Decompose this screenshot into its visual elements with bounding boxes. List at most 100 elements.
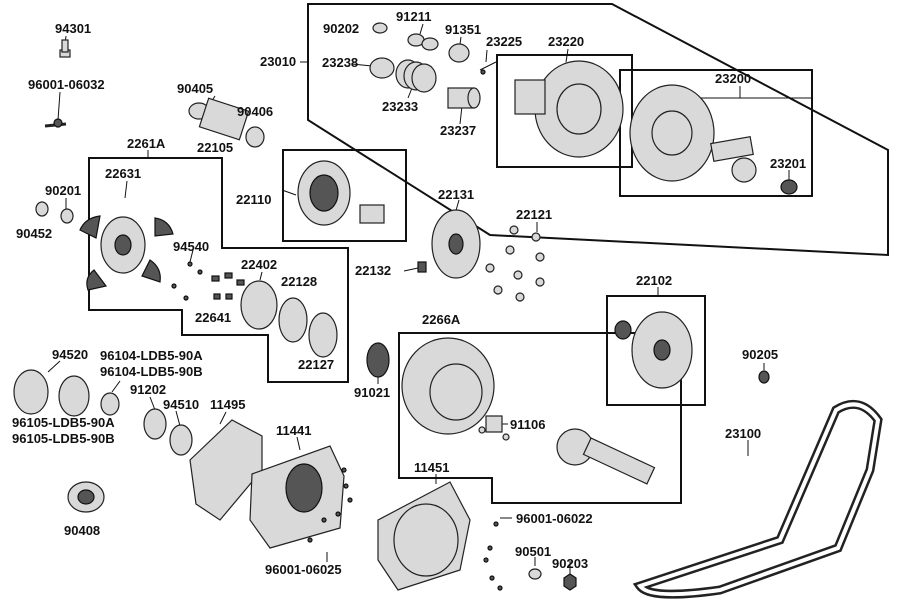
part-91021	[366, 342, 390, 378]
part-number-90203: 90203	[552, 556, 589, 571]
part-number-23200: 23200	[715, 71, 752, 86]
part-number-23225: 23225	[486, 34, 523, 49]
part-22631	[100, 216, 146, 274]
part-number-91202: 91202	[130, 382, 167, 397]
part-90452	[35, 201, 49, 217]
part-clutch-shoe-4	[141, 259, 161, 283]
part-23233	[395, 59, 437, 93]
part-90406	[245, 126, 265, 148]
part-number-22102: 22102	[636, 273, 673, 288]
part-number-90406: 90406	[237, 104, 274, 119]
part-number-91021: 91021	[354, 385, 391, 400]
part-number-22131: 22131	[438, 187, 475, 202]
part-number-23010: 23010	[260, 54, 297, 69]
part-94301	[59, 39, 71, 58]
part-94510	[169, 424, 193, 456]
part-90201	[60, 208, 74, 224]
part-91351	[448, 43, 470, 63]
part-22121	[485, 225, 545, 302]
part-96001-06025	[307, 467, 353, 543]
part-number-94301: 94301	[55, 21, 92, 36]
part-22402	[211, 272, 245, 286]
part-number-23238: 23238	[322, 55, 359, 70]
part-number-96001-06025: 96001-06025	[265, 562, 342, 577]
part-23220	[514, 60, 624, 158]
part-number-90452: 90452	[16, 226, 53, 241]
part-90501	[528, 568, 542, 580]
part-23237	[447, 87, 481, 109]
part-clutch-shoe-3	[86, 269, 108, 291]
part-number-96104-LDB5-90A: 96104-LDB5-90A	[100, 348, 203, 363]
part-number-91351: 91351	[445, 22, 482, 37]
box-22110	[282, 149, 407, 242]
part-number-22128: 22128	[281, 274, 318, 289]
box-23220	[496, 54, 633, 168]
part-22132	[417, 261, 427, 273]
part-number-22631: 22631	[105, 166, 142, 181]
part-90202	[372, 22, 388, 34]
part-number-11441: 11441	[276, 423, 312, 438]
part-94520	[58, 375, 90, 417]
part-number-94540: 94540	[173, 239, 210, 254]
part-number-22105: 22105	[197, 140, 234, 155]
part-22127	[308, 312, 338, 358]
part-90205	[758, 370, 770, 384]
part-90203	[563, 573, 577, 591]
part-number-22121: 22121	[516, 207, 553, 222]
part-22110	[297, 160, 385, 226]
part-22105	[198, 97, 250, 141]
part-number-94520: 94520	[52, 347, 89, 362]
part-clutch-shoe-1	[79, 215, 101, 239]
part-22131	[431, 209, 481, 279]
part-number-11495: 11495	[210, 397, 246, 412]
box-22102	[606, 295, 706, 406]
part-driveshaft	[556, 428, 656, 485]
part-number-90408: 90408	[64, 523, 101, 538]
part-number-23201: 23201	[770, 156, 807, 171]
part-96001-06022	[483, 521, 503, 591]
part-number-96001-06032: 96001-06032	[28, 77, 105, 92]
part-96104-LDB5-90	[100, 392, 120, 416]
part-number-2261A: 2261A	[127, 136, 166, 151]
part-number-91106: 91106	[510, 417, 546, 432]
part-96001-06032	[44, 118, 67, 128]
part-number-90205: 90205	[742, 347, 779, 362]
part-23200	[629, 84, 757, 183]
clutch-group-outline-23010	[307, 3, 889, 257]
part-number-96001-06022: 96001-06022	[516, 511, 593, 526]
part-number-90501: 90501	[515, 544, 552, 559]
part-11451	[377, 481, 471, 591]
part-number-11451: 11451	[414, 460, 450, 475]
part-number-91211: 91211	[396, 9, 432, 24]
part-11441	[249, 445, 345, 549]
box-2261A	[88, 157, 349, 383]
part-number-96104-LDB5-90B: 96104-LDB5-90B	[100, 364, 203, 379]
part-clutch-shoe-2	[154, 217, 174, 237]
part-94540	[171, 261, 203, 301]
part-22102	[614, 311, 693, 389]
part-90408	[67, 481, 105, 513]
part-91202	[143, 408, 167, 440]
part-number-94510: 94510	[163, 397, 200, 412]
part-number-90201: 90201	[45, 183, 82, 198]
part-number-23100: 23100	[725, 426, 762, 441]
part-number-23237: 23237	[440, 123, 477, 138]
part-23238	[369, 57, 395, 79]
part-91211-b	[421, 37, 439, 51]
part-number-90202: 90202	[323, 21, 360, 36]
part-22641	[213, 293, 233, 300]
part-22402-plate	[240, 280, 278, 330]
part-number-23233: 23233	[382, 99, 419, 114]
part-2266A-drum	[401, 337, 495, 435]
part-number-22402: 22402	[241, 257, 278, 272]
box-23200	[619, 69, 813, 197]
part-22128	[278, 297, 308, 343]
part-96105-LDB5-90	[13, 369, 49, 415]
part-number-90405: 90405	[177, 81, 214, 96]
part-number-23220: 23220	[548, 34, 585, 49]
part-23201	[780, 179, 798, 195]
part-number-96105-LDB5-90B: 96105-LDB5-90B	[12, 431, 115, 446]
part-number-22110: 22110	[236, 192, 272, 207]
part-23225	[479, 61, 497, 75]
